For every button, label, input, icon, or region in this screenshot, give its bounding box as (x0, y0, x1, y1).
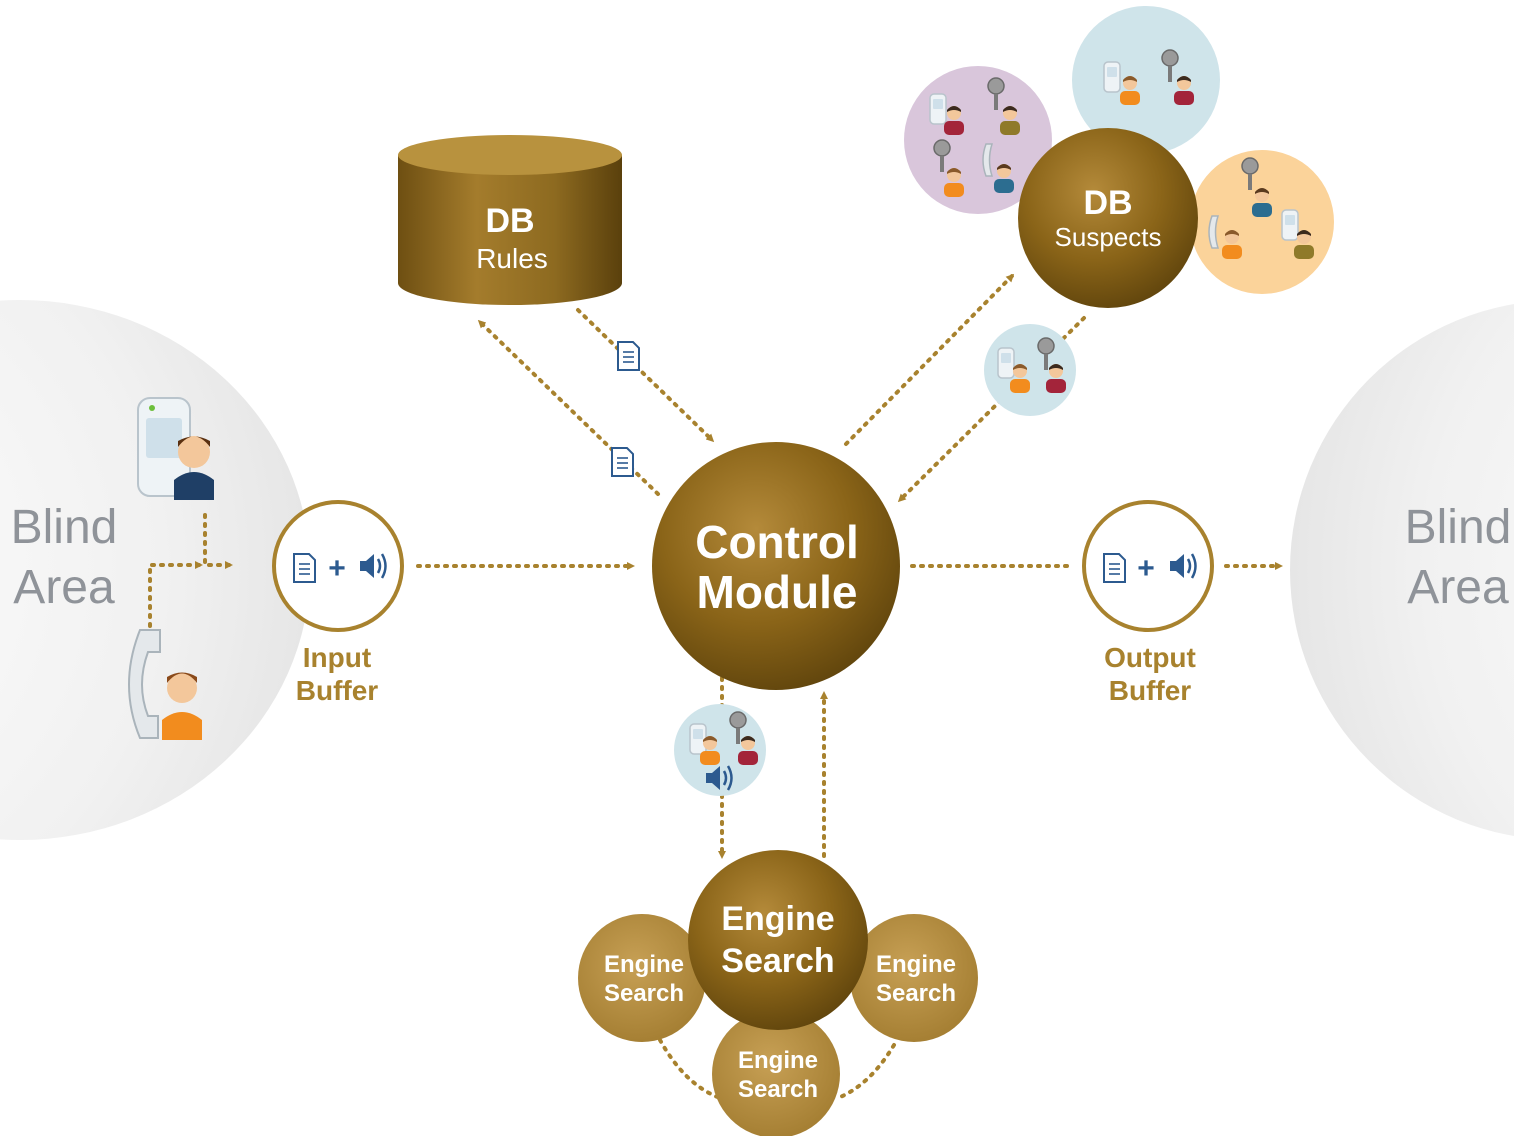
engine-bottom-line1: Engine (738, 1047, 818, 1074)
input-buffer-line2: Buffer (296, 675, 379, 706)
output-buffer-line2: Buffer (1109, 675, 1192, 706)
suspects-group-purple (904, 66, 1052, 214)
db-suspects: DB Suspects (1018, 128, 1198, 308)
input-buffer: + Input Buffer (272, 500, 404, 706)
db-rules-line2: Rules (476, 243, 548, 274)
person-icon (162, 712, 202, 740)
document-icon (611, 447, 634, 477)
mobile-phone-icon (929, 93, 947, 125)
engine-left-line1: Engine (604, 951, 684, 978)
engine-right-line1: Engine (876, 951, 956, 978)
control-module: Control Module (652, 442, 900, 690)
document-icon (617, 341, 640, 371)
engine-search-bottom: Engine Search (712, 1010, 840, 1136)
connector-control-to-rules (477, 319, 660, 496)
suspects-group-orange (1190, 150, 1334, 294)
telephone-handset-icon (128, 629, 161, 739)
telephone-caller (128, 629, 202, 740)
engine-main-line1: Engine (721, 900, 834, 938)
control-module-line1: Control (695, 516, 859, 568)
connector-engine-left-bottom (658, 1038, 722, 1100)
connector-mobile-to-input (203, 513, 233, 569)
mobile-phone-icon (1281, 209, 1299, 241)
mobile-phone-icon (1103, 61, 1121, 93)
engine-search-right: Engine Search (850, 914, 978, 1042)
output-buffer: + Output Buffer (1082, 500, 1214, 706)
output-buffer-plus: + (1137, 552, 1155, 585)
mobile-phone-icon (997, 347, 1015, 379)
connector-rules-to-control (576, 308, 715, 443)
engine-right-line2: Search (876, 980, 956, 1007)
engine-payload-bubble (674, 704, 766, 796)
person-icon (174, 472, 214, 500)
mobile-phone-icon (146, 418, 182, 458)
db-suspects-line2: Suspects (1055, 222, 1162, 252)
blind-area-right: Blind Area (1290, 303, 1514, 837)
engine-main-line2: Search (721, 942, 834, 980)
document-icon (1103, 553, 1126, 583)
db-suspects-line1: DB (1083, 184, 1132, 222)
blind-area-left-line2: Area (13, 561, 115, 614)
blind-area-right-line2: Area (1407, 561, 1509, 614)
blind-area-right-line1: Blind (1405, 501, 1512, 554)
connector-phone-to-input (148, 561, 203, 637)
suspects-group-blue (1072, 6, 1220, 154)
input-buffer-plus: + (328, 552, 346, 585)
engine-bottom-line2: Search (738, 1076, 818, 1103)
connector-engine-right-bottom (836, 1043, 896, 1100)
suspect-payload-bubble (984, 324, 1076, 416)
input-buffer-line1: Input (303, 642, 371, 673)
connector-control-to-suspects (844, 273, 1015, 446)
engine-left-line2: Search (604, 980, 684, 1007)
mobile-phone-icon (689, 723, 707, 755)
blind-area-left: Blind Area (0, 300, 310, 840)
mobile-caller (137, 397, 214, 500)
output-buffer-line1: Output (1104, 642, 1196, 673)
control-module-line2: Module (697, 566, 858, 618)
db-rules: DB Rules (398, 135, 622, 305)
document-icon (293, 553, 316, 583)
engine-search-left: Engine Search (578, 914, 706, 1042)
blind-area-left-line1: Blind (11, 501, 118, 554)
db-rules-line1: DB (485, 202, 534, 240)
engine-search-main: Engine Search (688, 850, 868, 1030)
